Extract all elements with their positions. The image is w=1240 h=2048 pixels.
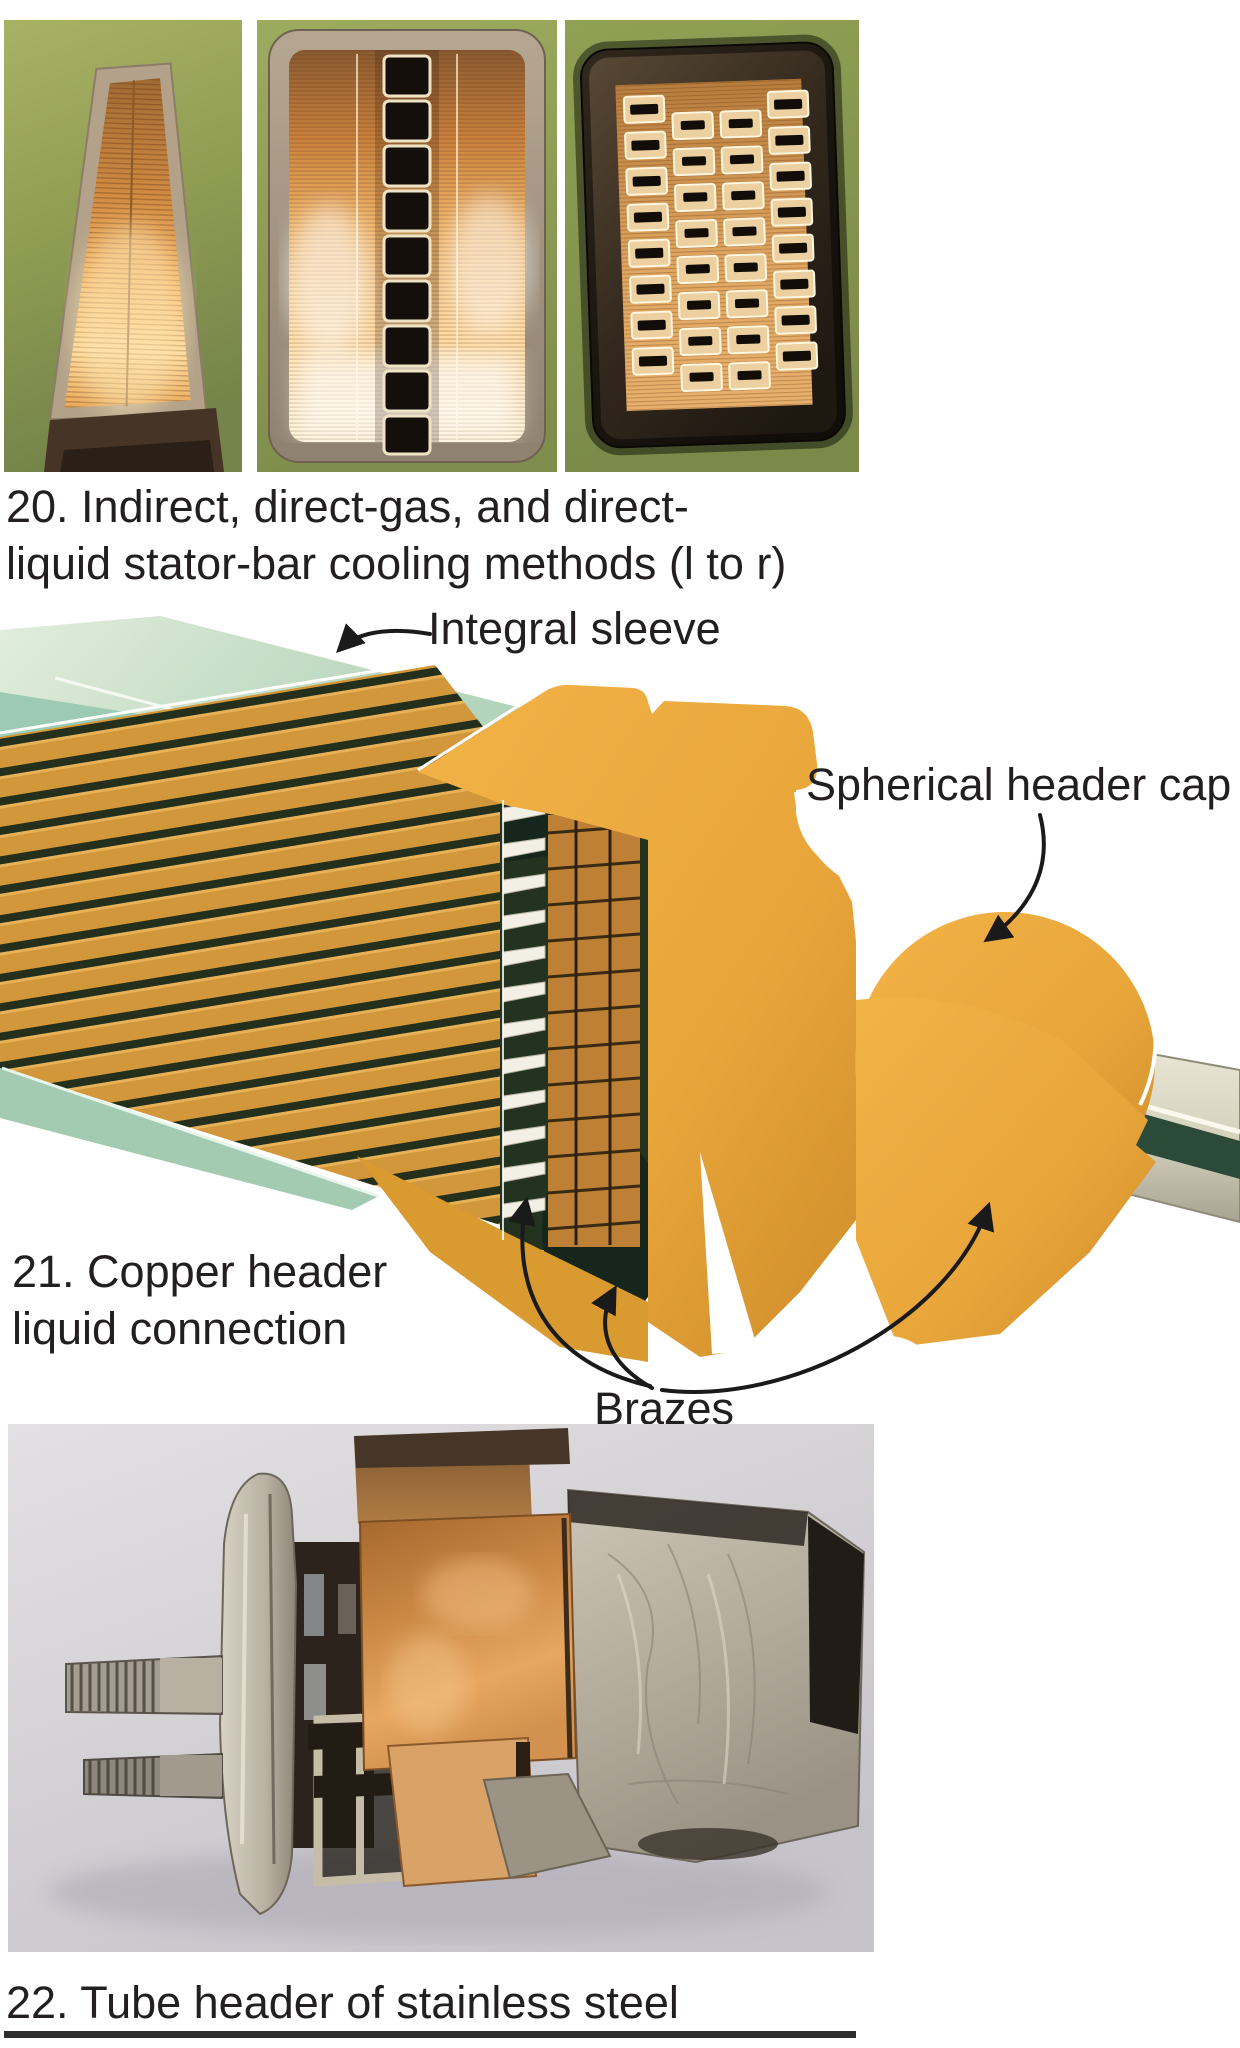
bottom-scallop	[836, 1336, 940, 1420]
spherical-header-cap-label: Spherical header cap	[806, 759, 1232, 810]
photo2-glow	[447, 195, 531, 335]
copper-edge-line	[561, 1517, 573, 1759]
main-copper-block	[358, 1512, 578, 1772]
steel-blade	[218, 1472, 298, 1916]
black-top-band	[568, 1490, 808, 1546]
silver-highlights	[616, 1573, 730, 1785]
integral-sleeve-arrow	[336, 623, 432, 653]
figure20-caption-line2: liquid stator-bar cooling methods (l to …	[6, 538, 787, 589]
tube-header-assembly	[65, 1428, 866, 1916]
bottom-dark-blotch	[638, 1828, 778, 1860]
copper-sheen	[423, 1559, 533, 1629]
bottom-white-notch	[700, 1152, 758, 1354]
sleeve-bottom-keyline	[1, 1066, 379, 1198]
figure21-copper-header-illustration	[0, 616, 1240, 1420]
brazes-arrow-middle	[591, 1285, 654, 1390]
photo-direct-liquid-cooled-bar	[565, 20, 859, 472]
copper-sheen	[388, 1634, 468, 1734]
spherical-header-cap-arrow	[983, 813, 1046, 943]
illustration-keylines	[417, 686, 1158, 1240]
brazes-arrow-right	[660, 1201, 995, 1394]
photo-direct-gas-cooled-bar	[257, 20, 557, 472]
photo-indirect-cooled-bar	[4, 20, 242, 472]
threaded-nipple-upper	[65, 1654, 223, 1716]
grey-bottom-piece	[482, 1772, 612, 1880]
photo3-stator-bar	[573, 34, 853, 456]
figure20-caption-line1: 20. Indirect, direct-gas, and direct-	[6, 481, 689, 532]
strut-window	[304, 1664, 326, 1720]
figure21-caption: 21. Copper header liquid connection	[12, 1243, 532, 1357]
photo-stainless-tube-header	[8, 1424, 874, 1952]
blade-highlight	[240, 1513, 248, 1845]
header-lower-left-slope	[357, 1156, 648, 1362]
figure21-caption-line2: liquid connection	[12, 1303, 348, 1354]
header-lower-right-lobe	[856, 997, 1156, 1347]
copper-header-body	[418, 684, 856, 1357]
photo3-vignette	[573, 34, 853, 456]
photo2-glow	[287, 205, 371, 355]
sleeve-bottom-face	[0, 1068, 379, 1210]
bottom-scallop	[996, 1320, 1080, 1404]
blade-dark-line	[268, 1493, 276, 1865]
figure21-caption-line1: 21. Copper header	[12, 1246, 388, 1297]
copper-tongue	[386, 1736, 538, 1888]
bottom-rule	[4, 2031, 856, 2038]
photo1-base-shadow	[60, 440, 214, 472]
brazes-arrow-left	[508, 1196, 652, 1388]
figure20-caption: 20. Indirect, direct-gas, and direct- li…	[6, 478, 906, 592]
silver-wrinkles	[607, 1543, 789, 1805]
threaded-nipple-lower	[83, 1752, 223, 1800]
photo2-vent-tubes	[382, 54, 432, 456]
figure22-caption: 22. Tube header of stainless steel	[6, 1974, 1106, 2031]
integral-sleeve-label: Integral sleeve	[428, 603, 721, 654]
strand-top-keyline	[0, 659, 437, 735]
hollow-strand-ends	[547, 815, 641, 1247]
strut-window	[338, 1584, 356, 1634]
copper-strand-stack	[0, 665, 548, 1240]
figure22-caption-line1: 22. Tube header of stainless steel	[6, 1977, 679, 2028]
black-right-band	[808, 1516, 864, 1734]
top-dark-band	[354, 1428, 570, 1468]
photo3-hollow-strand-cells	[622, 89, 819, 393]
strut-window	[304, 1574, 324, 1636]
